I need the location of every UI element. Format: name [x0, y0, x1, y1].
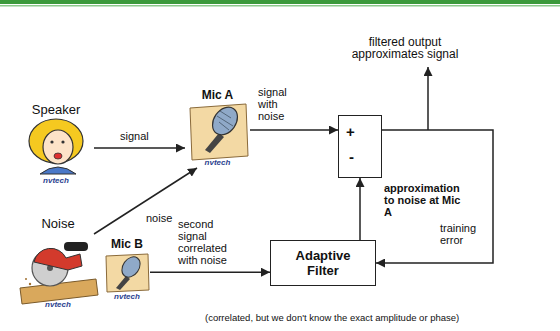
speaker-illustration	[29, 119, 83, 174]
mic-handle	[205, 133, 224, 153]
figure-label: Speaker	[32, 102, 80, 118]
top-bar	[0, 0, 560, 4]
signal-arrow	[376, 130, 493, 263]
sign-symbol: -	[349, 149, 354, 165]
microphone: Mic Anvtech	[185, 103, 250, 168]
logo-text: nvtech	[104, 292, 150, 301]
signal-arrow	[359, 178, 361, 240]
mic-handle	[116, 276, 130, 290]
edge-label: training error	[440, 222, 490, 246]
mic-b-illustration	[106, 253, 149, 292]
summing-junction: +-	[338, 115, 382, 178]
figure-label: Mic A	[202, 88, 234, 103]
mic-grille	[217, 111, 233, 130]
box-label: Adaptive Filter	[281, 248, 365, 278]
collar	[40, 167, 76, 174]
sign-symbol: +	[346, 124, 355, 140]
hair	[29, 119, 83, 163]
logo-text: nvtech	[18, 300, 98, 309]
saw-housing	[34, 248, 82, 270]
sawdust	[25, 278, 27, 280]
card	[106, 254, 149, 292]
output-label: filtered output approximates signal	[350, 36, 460, 60]
edge-label: noise	[146, 212, 172, 224]
saw-handle	[64, 242, 88, 251]
sawdust	[29, 283, 31, 285]
signal-arrow	[150, 271, 270, 273]
noise-figure: Noisenvtech	[18, 232, 98, 310]
eye	[50, 140, 53, 143]
figure-label: Noise	[41, 216, 74, 232]
saw-illustration	[20, 242, 98, 304]
mic-head	[207, 102, 242, 139]
mic-a-illustration	[190, 102, 248, 160]
logo-text: nvtech	[20, 176, 92, 185]
edge-label: second signal correlated with noise	[178, 218, 236, 266]
caption-note: (correlated, but we don't know the exact…	[205, 312, 459, 323]
process-box: Adaptive Filter	[270, 240, 376, 286]
logo-text: nvtech	[185, 158, 250, 167]
eye	[61, 140, 64, 143]
speaker-figure: Speakernvtech	[20, 118, 92, 186]
face	[43, 130, 73, 164]
signal-arrow	[250, 129, 338, 131]
figure-label: Mic B	[111, 237, 143, 252]
edge-label: signal with noise	[258, 86, 302, 122]
edge-label: approximation to noise at Mic A	[384, 182, 470, 218]
mouth	[54, 153, 62, 159]
microphone: Mic Bnvtech	[104, 252, 150, 302]
edge-label: signal	[120, 130, 149, 142]
output-line	[427, 67, 429, 130]
signal-arrow	[94, 147, 185, 149]
top-rule	[0, 5, 560, 7]
mic-head	[118, 253, 144, 280]
